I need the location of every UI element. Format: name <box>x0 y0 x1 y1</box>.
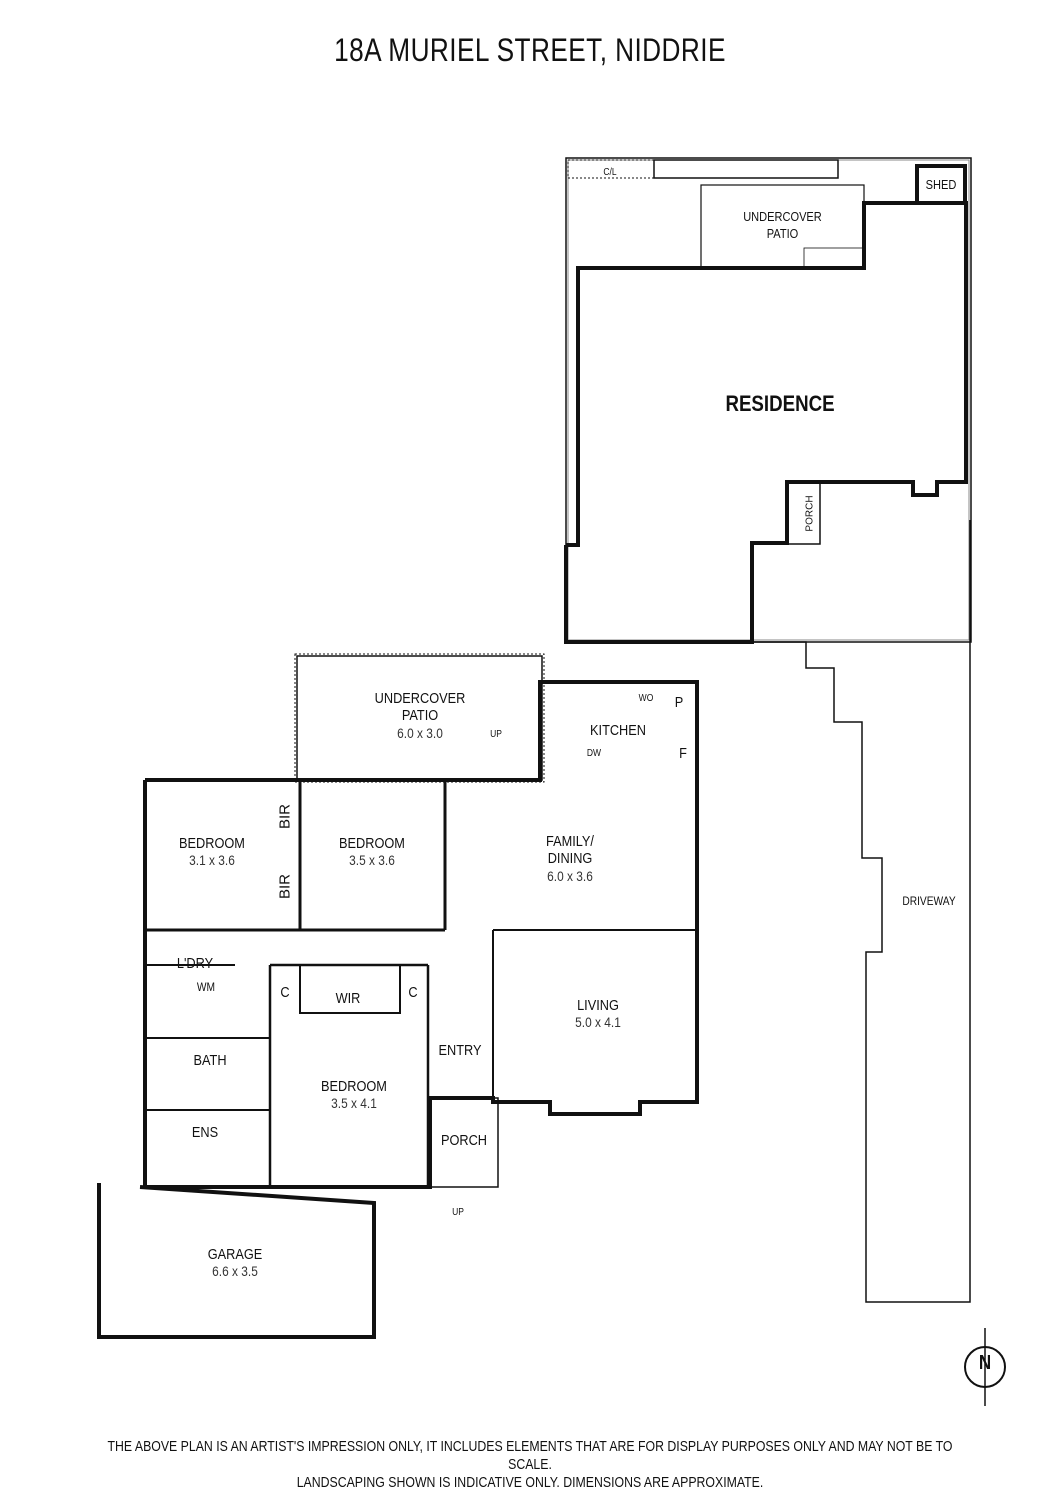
kitchen-label: KITCHEN <box>590 722 646 739</box>
bir2-label: BIR <box>276 874 294 900</box>
bedroom1-dim: 3.1 x 3.6 <box>189 852 235 868</box>
residence-label: RESIDENCE <box>725 391 835 416</box>
cupboard2-label: C <box>408 984 418 1001</box>
patio-label: UNDERCOVER PATIO <box>374 690 466 724</box>
bedroom3-label: BEDROOM <box>321 1078 387 1095</box>
bedroom3-dim: 3.5 x 4.1 <box>331 1095 377 1111</box>
bir1-label: BIR <box>276 804 294 830</box>
patio-up-label: UP <box>490 729 502 740</box>
rear-porch-label: PORCH <box>804 495 816 532</box>
living-dim: 5.0 x 4.1 <box>575 1014 621 1030</box>
shed-label: SHED <box>925 177 957 192</box>
north-compass-icon: N <box>978 1352 992 1374</box>
disclaimer-line-1: THE ABOVE PLAN IS AN ARTIST'S IMPRESSION… <box>107 1438 953 1473</box>
bedroom2-dim: 3.5 x 3.6 <box>349 852 395 868</box>
family-dining-dim: 6.0 x 3.6 <box>547 868 593 884</box>
disclaimer-line-2: LANDSCAPING SHOWN IS INDICATIVE ONLY. DI… <box>296 1474 764 1491</box>
porch-up-label: UP <box>452 1207 464 1218</box>
wo-label: WO <box>638 693 654 704</box>
family-dining-label: FAMILY/ DINING <box>546 833 594 867</box>
driveway-label: DRIVEWAY <box>902 894 956 908</box>
cupboard1-label: C <box>280 984 290 1001</box>
garage-dim: 6.6 x 3.5 <box>212 1263 258 1279</box>
pantry-label: P <box>674 694 684 711</box>
cl-label: C/L <box>603 167 617 178</box>
bedroom2-label: BEDROOM <box>339 835 405 852</box>
rear-patio-label: UNDERCOVER PATIO <box>743 209 822 241</box>
ens-label: ENS <box>191 1124 219 1141</box>
porch-label: PORCH <box>440 1132 488 1149</box>
disclaimer: THE ABOVE PLAN IS AN ARTIST'S IMPRESSION… <box>95 1438 964 1492</box>
fridge-label: F <box>679 745 687 762</box>
entry-label: ENTRY <box>438 1042 482 1059</box>
garage-label: GARAGE <box>207 1246 263 1263</box>
bath-label: BATH <box>193 1052 227 1069</box>
patio-dim: 6.0 x 3.0 <box>397 725 443 741</box>
living-label: LIVING <box>577 997 619 1014</box>
laundry-label: L'DRY <box>176 955 214 972</box>
bedroom1-label: BEDROOM <box>179 835 245 852</box>
dw-label: DW <box>586 748 602 759</box>
plan-title: 18A MURIEL STREET, NIDDRIE <box>334 32 726 68</box>
wir-label: WIR <box>335 990 361 1007</box>
wm-label: WM <box>196 980 216 994</box>
